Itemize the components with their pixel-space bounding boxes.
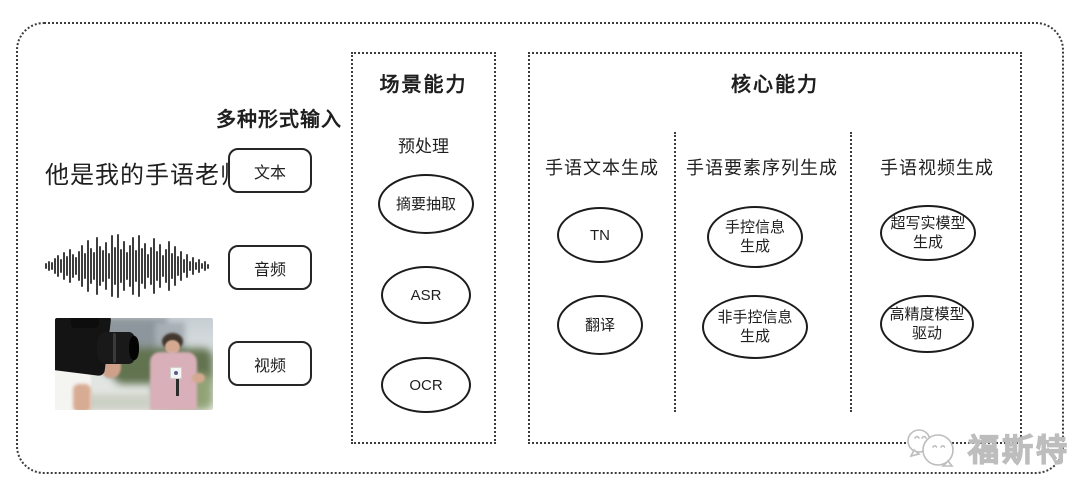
preprocess-label: 预处理 (398, 137, 449, 156)
input-chip-audio: 音频 (228, 245, 312, 290)
column-label-video-generation: 手语视频生成 (880, 158, 994, 178)
photo-ground (83, 394, 169, 410)
scene-capability-title: 场景能力 (379, 74, 468, 96)
photo-camera-lens-front (129, 336, 139, 360)
node-high-precision-model-drive: 高精度模型 驱动 (880, 295, 974, 353)
photo-microphone (176, 378, 179, 396)
watermark-text: 福斯特 (967, 432, 1070, 468)
core-capability-box: 核心能力 手语文本生成 手语要素序列生成 手语视频生成 TN 翻译 手控信息 生… (528, 52, 1022, 444)
node-label: 非手控信息 (717, 309, 793, 326)
node-label: ASR (410, 286, 442, 304)
input-chip-text: 文本 (228, 148, 312, 193)
audio-waveform (45, 233, 211, 299)
node-label: 生成 (912, 234, 943, 251)
node-label: 驱动 (911, 325, 942, 342)
scene-capability-box: 场景能力 预处理 摘要抽取 ASR OCR (351, 52, 496, 444)
node-label: 生成 (739, 238, 770, 255)
photo-microphone-logo (174, 371, 178, 375)
node-hyperreal-model-generation: 超写实模型 生成 (880, 205, 976, 261)
node-label: 摘要抽取 (395, 195, 456, 213)
node-non-manual-info-generation: 非手控信息 生成 (702, 295, 808, 359)
input-chip-text-label: 文本 (253, 164, 286, 182)
input-chip-video-label: 视频 (253, 357, 286, 375)
node-label: 生成 (739, 328, 770, 345)
inputs-heading: 多种形式输入 (216, 109, 342, 131)
node-manual-info-generation: 手控信息 生成 (707, 206, 803, 268)
node-label: 超写实模型 (890, 215, 966, 232)
photo-reporter-hand (192, 373, 205, 383)
input-chip-audio-label: 音频 (253, 261, 286, 279)
watermark: 福斯特 (904, 424, 1070, 470)
input-chip-video: 视频 (228, 341, 312, 386)
node-summary-extraction: 摘要抽取 (378, 174, 474, 234)
node-tn: TN (557, 207, 643, 263)
core-capability-title: 核心能力 (731, 74, 819, 96)
node-asr: ASR (381, 266, 471, 324)
outer-dotted-border (16, 22, 1064, 474)
column-divider (674, 132, 676, 412)
sample-sentence: 他是我的手语老师 (45, 162, 245, 189)
node-label: 高精度模型 (889, 306, 965, 323)
photo-reporter-body (150, 352, 197, 410)
photo-reporter-face (165, 340, 180, 354)
node-label: 手控信息 (724, 219, 785, 236)
node-label: TN (590, 226, 610, 244)
column-divider (850, 132, 852, 412)
column-label-element-sequence: 手语要素序列生成 (686, 158, 838, 178)
node-label: OCR (409, 376, 443, 394)
video-thumbnail (55, 318, 213, 410)
column-label-text-generation: 手语文本生成 (545, 158, 659, 178)
node-translation: 翻译 (557, 295, 643, 355)
node-label: 翻译 (584, 316, 615, 334)
node-ocr: OCR (381, 357, 471, 413)
photo-camera-lens-ring (113, 333, 116, 363)
photo-cameraman-arm (73, 384, 91, 410)
watermark-mascot-icon (907, 429, 954, 467)
photo-camera-top (71, 318, 99, 328)
